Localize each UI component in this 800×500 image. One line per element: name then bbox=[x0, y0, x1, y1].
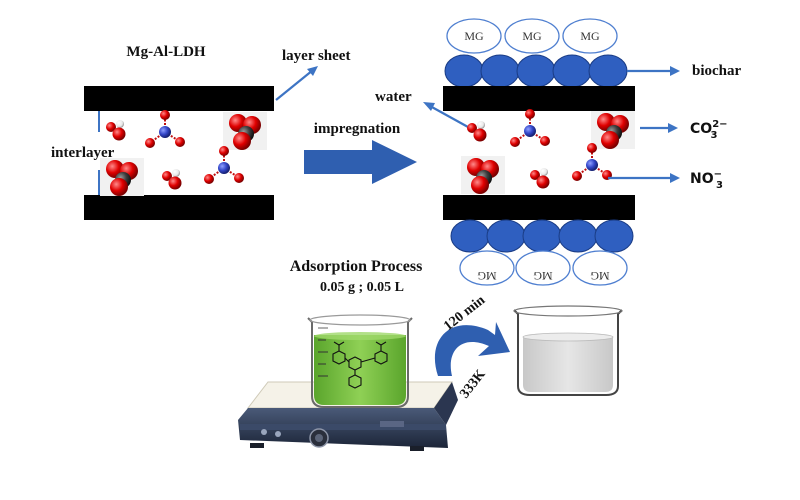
adsorption-params: 0.05 g ; 0.05 L bbox=[320, 280, 404, 295]
layer-sheet-label: layer sheet bbox=[282, 48, 350, 64]
svg-text:MG: MG bbox=[522, 29, 542, 43]
mg-bubbles-top: MG MG MG bbox=[446, 18, 618, 54]
result-beaker-icon bbox=[513, 305, 623, 396]
carbonate-molecule-icon bbox=[591, 111, 635, 149]
crystal-violet-structure-icon bbox=[332, 341, 388, 389]
impregnation-arrow bbox=[304, 140, 417, 184]
water-molecule-icon bbox=[106, 120, 126, 141]
layer-sheet-arrow bbox=[275, 69, 314, 101]
composite-top-layer bbox=[443, 86, 635, 111]
ldh-title: Mg-Al-LDH bbox=[126, 44, 205, 60]
impregnation-label: impregnation bbox=[314, 121, 401, 137]
carbonate-molecule-icon bbox=[223, 112, 267, 150]
biochar-particles-bottom bbox=[450, 219, 634, 253]
mg-bubbles-bottom: MG MG MG bbox=[459, 250, 628, 286]
svg-text:MG: MG bbox=[477, 269, 497, 283]
water-molecule-icon bbox=[162, 169, 182, 190]
curved-arrow-icon bbox=[434, 322, 510, 376]
biochar-label: biochar bbox=[692, 63, 742, 79]
ldh-bottom-layer bbox=[84, 195, 274, 220]
carbonate-molecule-icon bbox=[100, 158, 144, 196]
beaker-icon bbox=[307, 314, 413, 408]
water-arrow bbox=[429, 105, 469, 128]
water-label: water bbox=[375, 89, 412, 105]
nitrate-molecule-icon bbox=[144, 109, 186, 149]
adsorption-title: Adsorption Process bbox=[290, 258, 423, 275]
interlayer-label: interlayer bbox=[51, 145, 115, 161]
carbonate-molecule-icon bbox=[461, 156, 505, 194]
water-molecule-icon bbox=[467, 121, 487, 142]
svg-text:MG: MG bbox=[464, 29, 484, 43]
ldh-top-layer bbox=[84, 86, 274, 111]
water-molecule-icon bbox=[530, 168, 550, 189]
nitrate-label: NO−3 bbox=[690, 169, 723, 191]
nitrate-molecule-icon bbox=[203, 145, 245, 185]
temperature-label: 333K bbox=[457, 367, 489, 401]
nitrate-molecule-icon bbox=[509, 108, 551, 148]
svg-text:MG: MG bbox=[580, 29, 600, 43]
svg-text:MG: MG bbox=[590, 269, 610, 283]
biochar-particles-top bbox=[444, 54, 628, 88]
carbonate-label: CO2−3 bbox=[690, 119, 728, 141]
composite-bottom-layer bbox=[443, 195, 635, 220]
svg-text:MG: MG bbox=[533, 269, 553, 283]
